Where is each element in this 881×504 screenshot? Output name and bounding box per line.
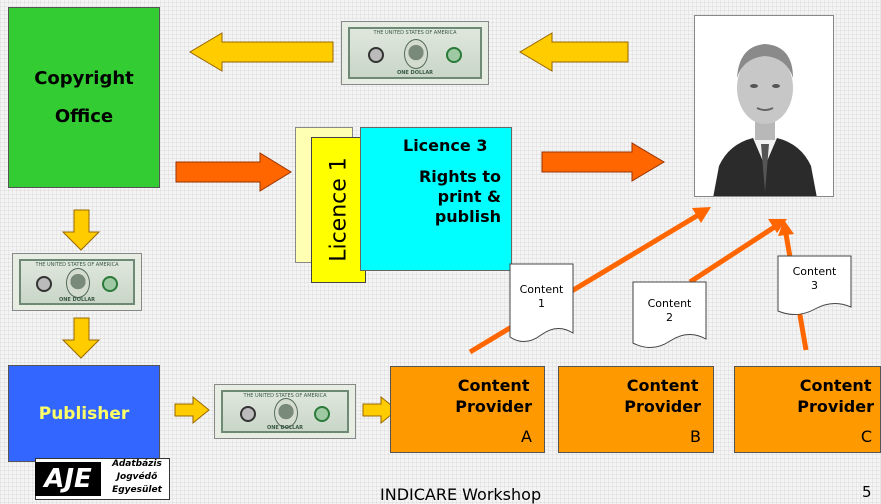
orange-line-arrow-a (468, 207, 711, 355)
content-document-1: Content 1 (509, 263, 574, 345)
yellow-arrow-left-2 (519, 32, 629, 72)
yellow-arrow-right-2 (362, 395, 398, 425)
licence-3-line1: Rights to (418, 167, 501, 186)
yellow-arrow-left-1 (189, 32, 334, 72)
portrait-icon (274, 397, 298, 428)
licence-1-card: Licence 1 (311, 137, 366, 283)
copyright-office-line1: Copyright (34, 67, 134, 89)
copyright-office-line2: Office (54, 105, 114, 127)
orange-line-arrow-b (688, 219, 787, 285)
provider-a-letter: A (521, 427, 532, 446)
licence-1-label: Licence 1 (326, 157, 352, 262)
aje-logo-line1: Adatbázis (112, 459, 162, 469)
yellow-arrow-down-2 (61, 317, 101, 359)
content-provider-b: Content Provider B (558, 366, 714, 453)
provider-c-line1: Content (799, 376, 872, 395)
provider-b-letter: B (690, 427, 701, 446)
dollar-bill-left: THE UNITED STATES OF AMERICA ONE DOLLAR (12, 253, 142, 311)
licence-3-line2: print & (437, 187, 501, 206)
content-provider-a: Content Provider A (390, 366, 545, 453)
yellow-arrow-down-1 (61, 209, 101, 251)
licence-3-title: Licence 3 (403, 136, 488, 155)
licence-3-card: Licence 3 Rights to print & publish (360, 127, 512, 271)
aje-logo-line3: Egyesület (112, 485, 162, 495)
content-3-number: 3 (811, 279, 818, 292)
content-3-label: Content (792, 265, 837, 278)
footer-text: INDICARE Workshop (380, 485, 542, 504)
content-1-number: 1 (538, 297, 545, 310)
content-2-number: 2 (666, 311, 673, 324)
bill-bottom-text: ONE DOLLAR (58, 297, 96, 303)
dollar-bill-top: THE UNITED STATES OF AMERICA ONE DOLLAR (341, 21, 489, 85)
provider-a-line2: Provider (455, 397, 532, 416)
aje-logo-abbr: AJE (35, 462, 101, 496)
provider-c-letter: C (860, 427, 872, 446)
publisher-label: Publisher (38, 403, 130, 424)
provider-a-line1: Content (457, 376, 530, 395)
licence-3-line3: publish (434, 207, 501, 226)
content-2-label: Content (647, 297, 692, 310)
provider-c-line2: Provider (797, 397, 874, 416)
dollar-bill-bottom: THE UNITED STATES OF AMERICA ONE DOLLAR (214, 384, 356, 439)
bill-top-text: THE UNITED STATES OF AMERICA (243, 393, 327, 399)
yellow-arrow-right-1 (174, 395, 210, 425)
bill-bottom-text: ONE DOLLAR (266, 425, 304, 431)
page-number: 5 (862, 483, 872, 501)
content-provider-c: Content Provider C (734, 366, 881, 453)
content-document-3: Content 3 (777, 255, 852, 317)
provider-b-line1: Content (626, 376, 699, 395)
aje-logo: AJE Adatbázis Jogvédő Egyesület (35, 458, 170, 500)
portrait-icon (66, 268, 90, 298)
content-document-2: Content 2 (632, 281, 707, 351)
aje-logo-line2: Jogvédő (116, 472, 158, 482)
publisher-box: Publisher (8, 365, 160, 462)
bill-top-text: THE UNITED STATES OF AMERICA (35, 262, 119, 268)
portrait-icon (404, 39, 428, 69)
bill-bottom-text: ONE DOLLAR (396, 70, 434, 76)
copyright-office-box: Copyright Office (8, 7, 160, 188)
content-1-label: Content (519, 283, 564, 296)
provider-b-line2: Provider (624, 397, 701, 416)
person-photo (694, 15, 834, 197)
bill-top-text: THE UNITED STATES OF AMERICA (373, 30, 457, 36)
orange-arrow-right-2 (541, 142, 665, 182)
orange-arrow-right-1 (175, 152, 292, 192)
